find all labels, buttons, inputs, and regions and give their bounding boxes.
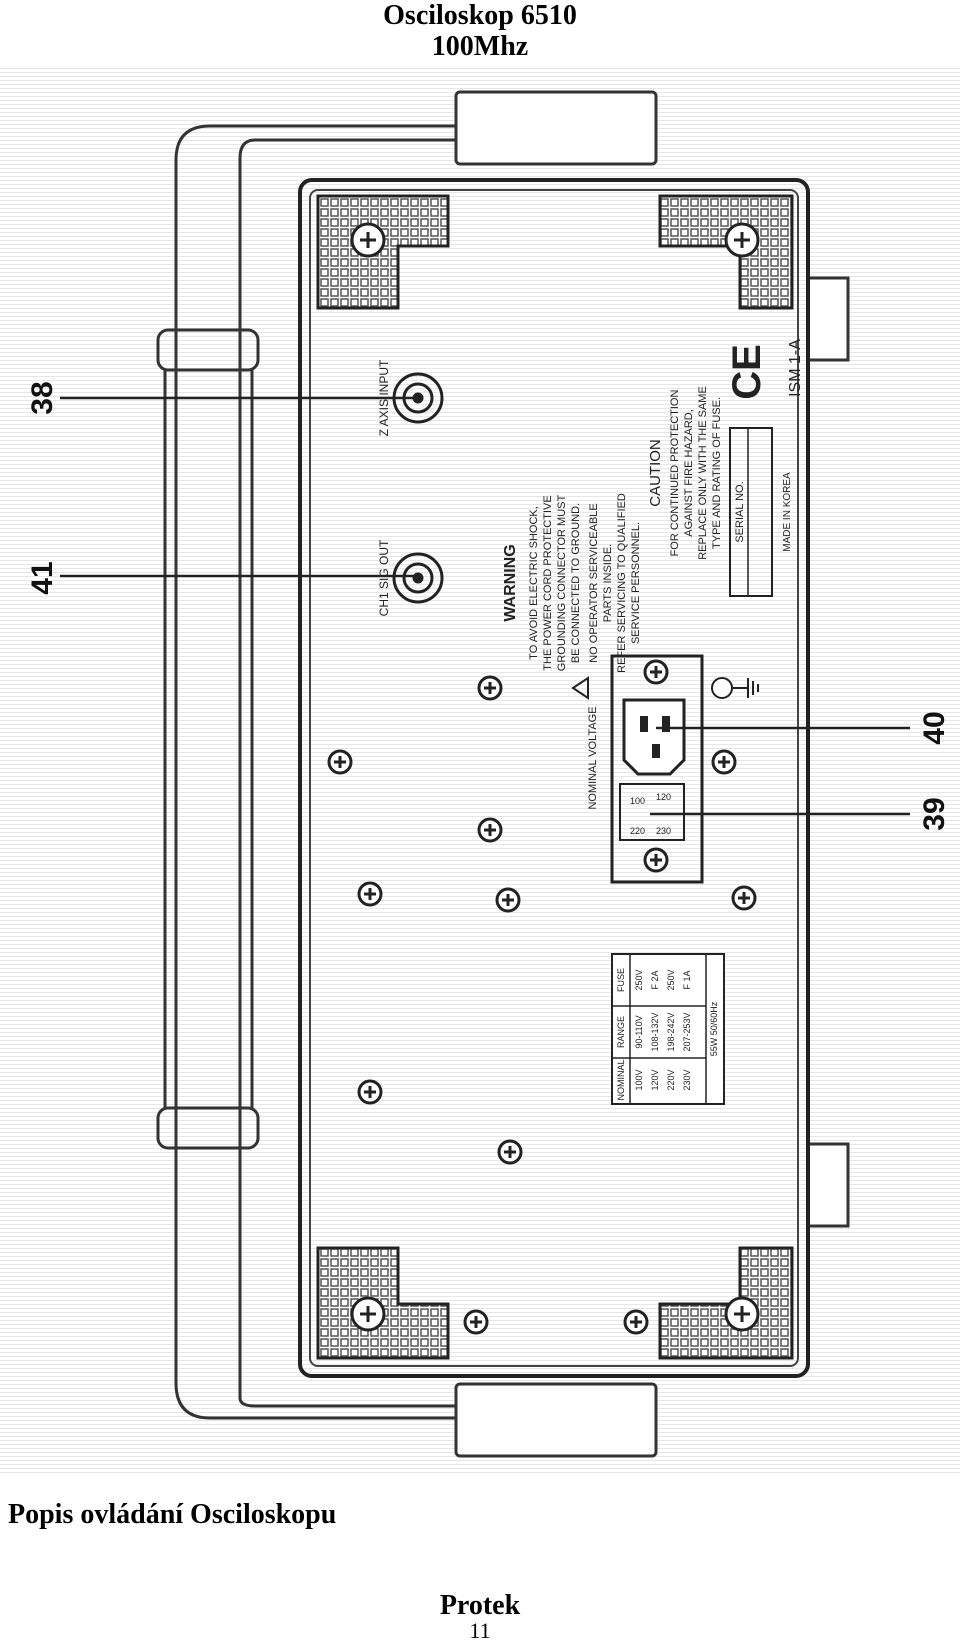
nominal-voltage-label: NOMINAL VOLTAGE <box>587 706 599 809</box>
rear-panel <box>298 178 810 1378</box>
table-cell: 90-110V <box>634 1015 644 1048</box>
table-cell: 230V <box>682 1069 692 1090</box>
callout-38: 38 <box>26 381 59 414</box>
warning-line: GROUNDING CONNECTOR MUST <box>556 495 568 672</box>
callout-lines <box>60 396 910 816</box>
bracket-top <box>454 90 658 166</box>
model-label: ISM 1-A <box>787 339 804 397</box>
table-header-range: RANGE <box>616 1016 626 1048</box>
serial-box <box>729 427 773 597</box>
power-rating: 55W 50/60Hz <box>709 1001 719 1056</box>
table-cell: 250V <box>634 969 644 990</box>
callout-41: 41 <box>26 561 59 594</box>
page-subtitle: 100Mhz <box>431 31 529 62</box>
selector-100: 100 <box>630 796 645 806</box>
ground-icon <box>711 677 759 699</box>
warning-line: SERVICE PERSONNEL. <box>630 522 642 644</box>
page-title: Osciloskop 6510 <box>383 0 577 31</box>
fuse-table: NOMINAL RANGE FUSE 100V 90-110V 250V 120… <box>611 953 725 1105</box>
table-cell: F 2A <box>650 970 660 989</box>
figure-background <box>0 68 960 1473</box>
iec-inlet <box>622 698 686 776</box>
table-cell: 120V <box>650 1069 660 1090</box>
caution-title: CAUTION <box>647 439 664 507</box>
warning-title: WARNING <box>502 544 519 621</box>
rubber-feet <box>316 194 794 1360</box>
warning-line: REFER SERVICING TO QUALIFIED <box>616 493 628 673</box>
voltage-selector <box>619 783 685 841</box>
warning-line: NO OPERATOR SERVICEABLE <box>588 503 600 663</box>
caution-line: FOR CONTINUED PROTECTION <box>669 390 681 557</box>
bracket-bottom <box>454 1382 658 1458</box>
callout-40: 40 <box>918 711 951 744</box>
warning-line: THE POWER CORD PROTECTIVE <box>542 495 554 670</box>
table-cell: 198-242V <box>666 1012 676 1051</box>
carry-handle <box>156 124 458 1420</box>
table-cell: 220V <box>666 1069 676 1090</box>
warning-line: PARTS INSIDE. <box>602 544 614 622</box>
selector-220: 220 <box>630 826 645 836</box>
caution-block: CAUTION FOR CONTINUED PROTECTION AGAINST… <box>647 386 723 560</box>
callout-39: 39 <box>918 797 951 830</box>
table-cell: 250V <box>666 969 676 990</box>
footer-brand: Protek <box>439 1590 521 1621</box>
warning-block: WARNING TO AVOID ELECTRIC SHOCK, THE POW… <box>502 493 642 673</box>
table-cell: 207-253V <box>682 1012 692 1051</box>
warning-line: BE CONNECTED TO GROUND. <box>570 503 582 663</box>
warning-line: TO AVOID ELECTRIC SHOCK, <box>528 506 540 660</box>
table-header-fuse: FUSE <box>616 968 626 992</box>
rear-panel-figure: Z AXIS INPUT CH1 SIG OUT WARNING TO AVOI… <box>0 68 960 1473</box>
ce-mark: CE <box>725 344 769 400</box>
table-header-nominal: NOMINAL <box>616 1059 626 1100</box>
table-cell: F 1A <box>682 970 692 989</box>
serial-label: SERIAL NO. <box>734 481 746 542</box>
selector-230: 230 <box>656 826 671 836</box>
power-inlet-frame <box>610 654 704 884</box>
caution-line: AGAINST FIRE HAZARD, <box>683 409 695 537</box>
table-cell: 100V <box>634 1069 644 1090</box>
ch1-sig-out-label: CH1 SIG OUT <box>377 539 391 616</box>
selector-120: 120 <box>656 792 671 802</box>
caution-line: TYPE AND RATING OF FUSE. <box>711 397 723 549</box>
made-in-label: MADE IN KOREA <box>782 472 793 552</box>
table-cell: 108-132V <box>650 1012 660 1051</box>
figure-caption: Popis ovládání Osciloskopu <box>8 1499 337 1530</box>
caution-line: REPLACE ONLY WITH THE SAME <box>697 386 709 560</box>
page-number: 11 <box>469 1618 491 1643</box>
screws <box>327 222 760 1335</box>
